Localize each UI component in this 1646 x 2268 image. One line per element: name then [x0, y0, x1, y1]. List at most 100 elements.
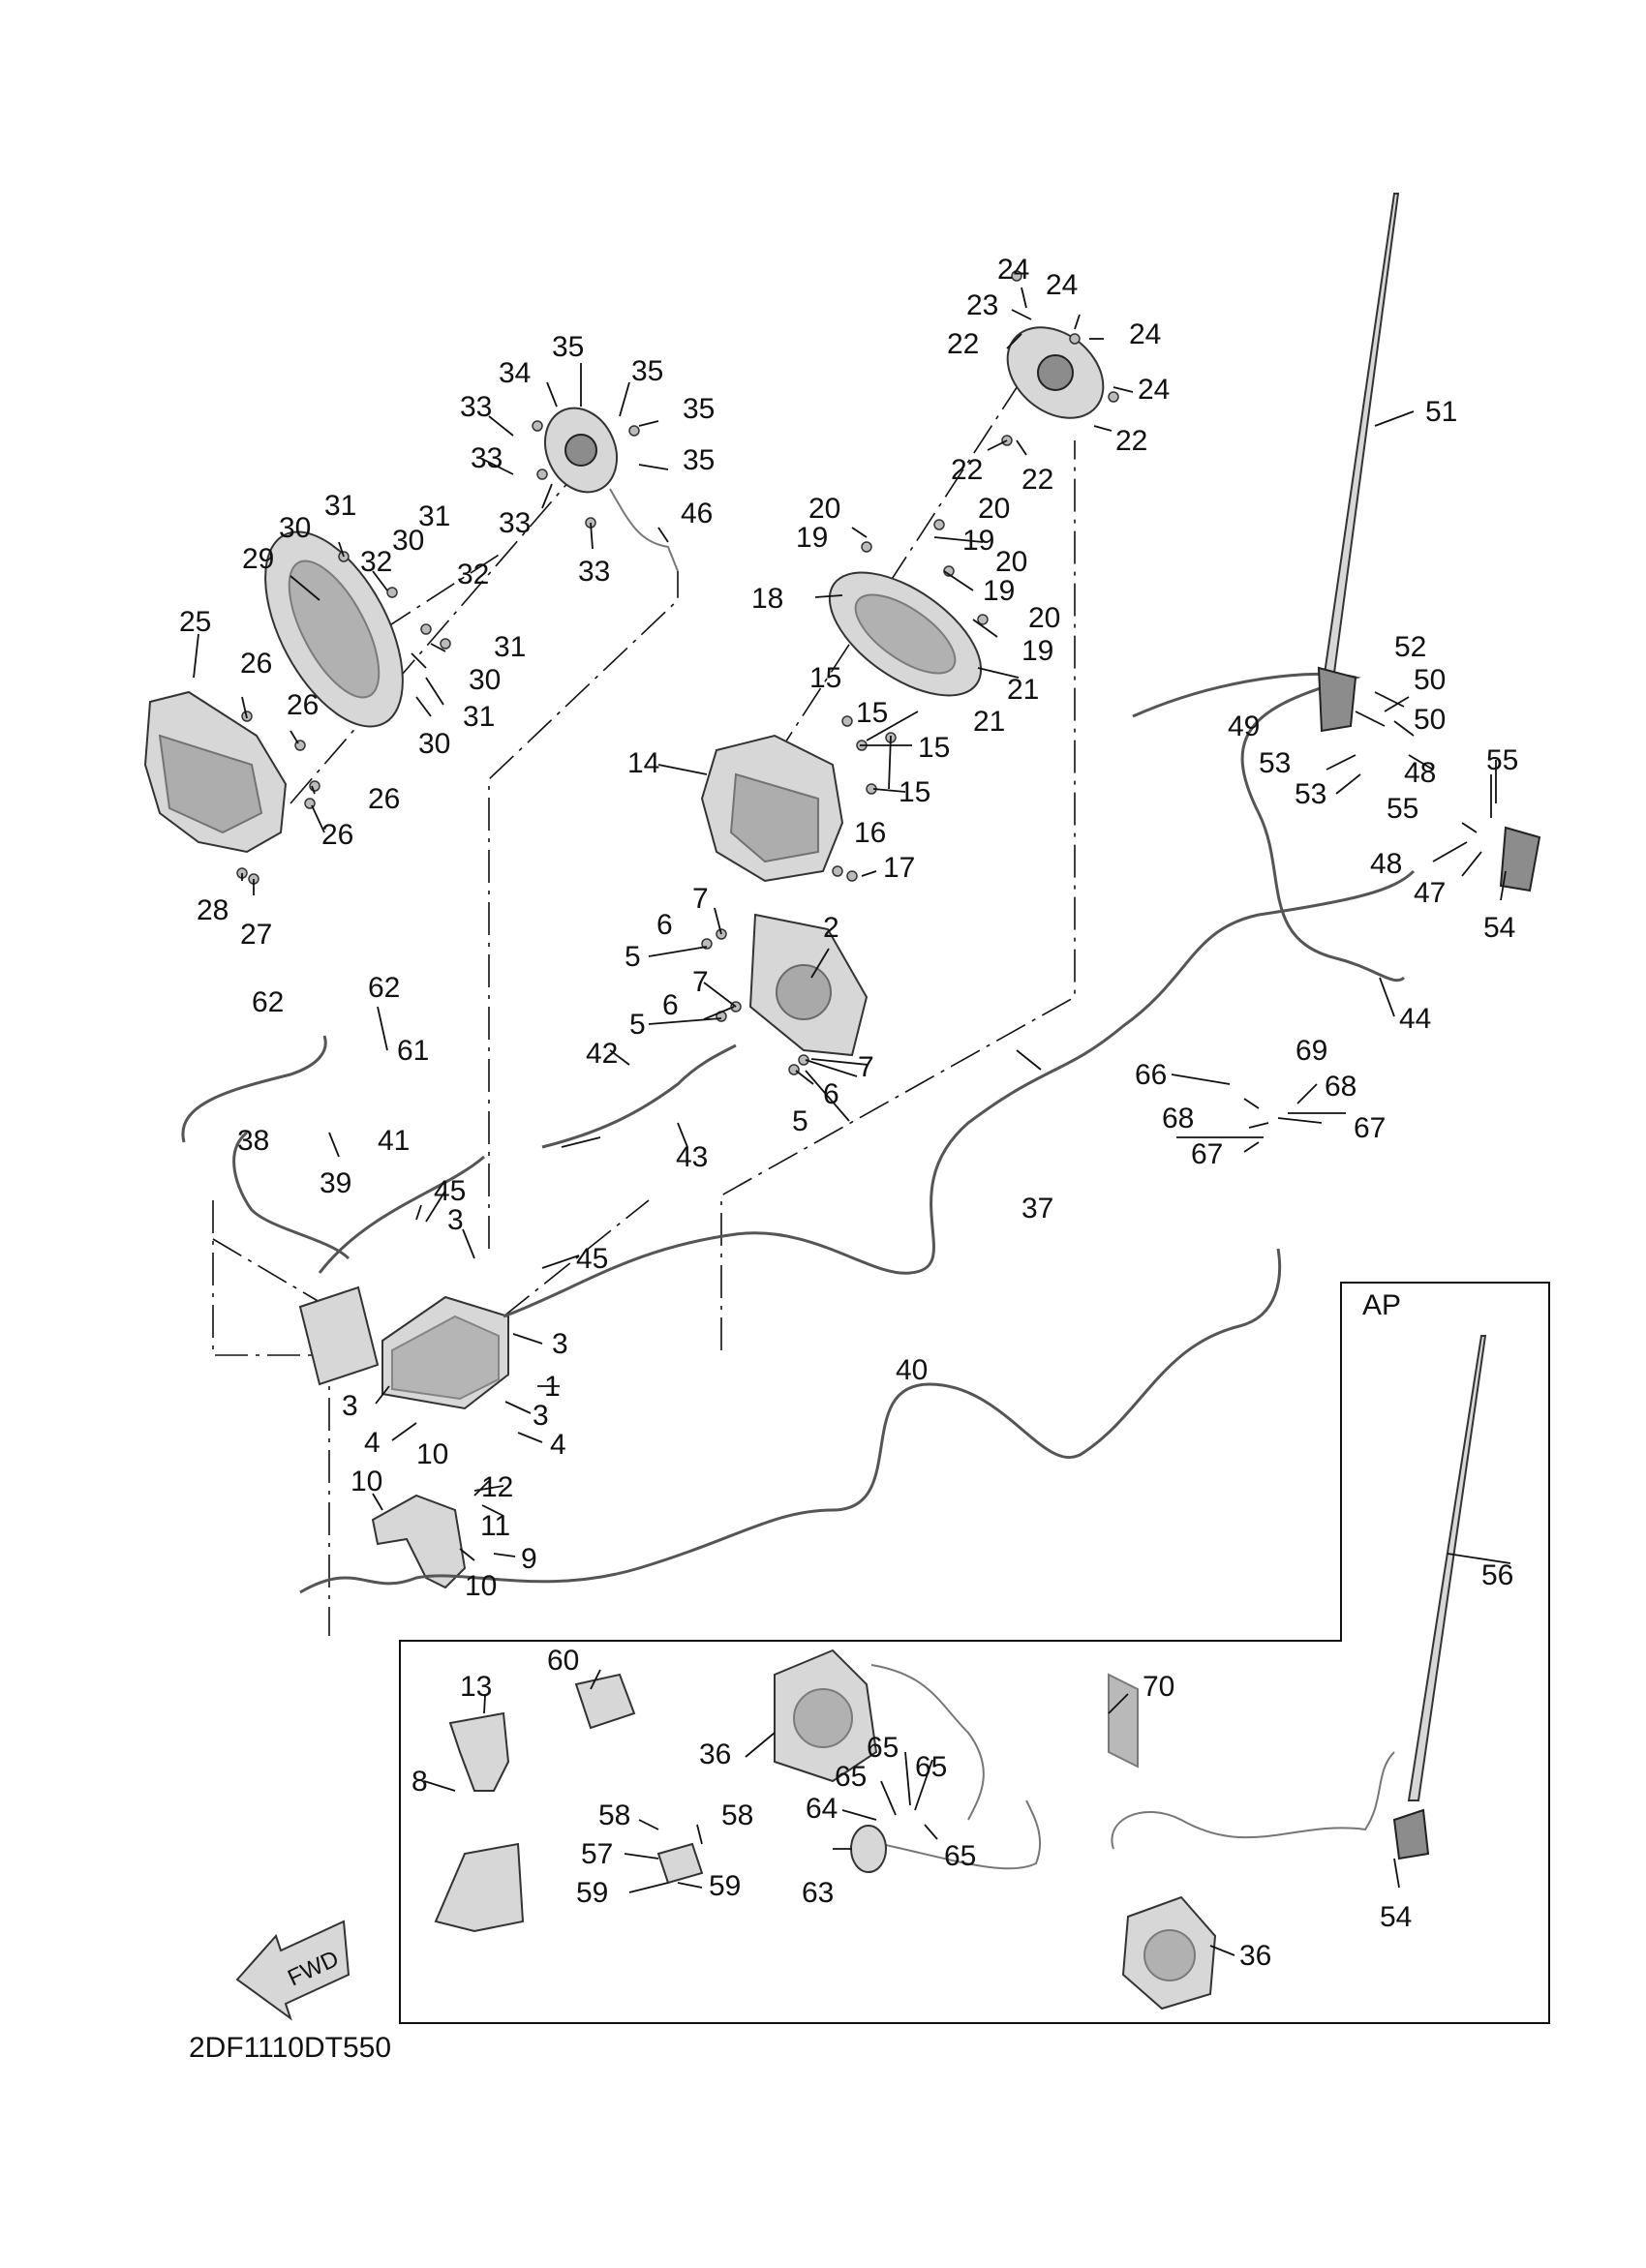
- callout-22: 22: [1115, 425, 1147, 457]
- callout-33: 33: [578, 556, 610, 588]
- callout-65: 65: [944, 1840, 976, 1872]
- callout-20: 20: [978, 493, 1010, 525]
- callout-59: 59: [709, 1870, 741, 1902]
- callout-50: 50: [1414, 664, 1446, 696]
- callout-46: 46: [681, 498, 713, 529]
- callout-55: 55: [1486, 744, 1518, 776]
- harness-ap-36: [870, 1664, 985, 1821]
- callout-35: 35: [683, 393, 715, 425]
- callout-4: 4: [364, 1427, 381, 1459]
- ap-tweeter-63: [850, 1825, 887, 1873]
- callout-1: 1: [544, 1371, 561, 1403]
- callout-45: 45: [434, 1175, 466, 1207]
- amplifier-unit-1: [381, 1295, 509, 1410]
- callout-20: 20: [995, 546, 1027, 578]
- callout-9: 9: [521, 1543, 537, 1575]
- callout-19: 19: [796, 522, 828, 554]
- drawing-code: 2DF1110DT550: [189, 2032, 391, 2064]
- callout-41: 41: [378, 1125, 410, 1157]
- callout-31: 31: [324, 490, 356, 522]
- callout-11: 11: [480, 1510, 510, 1542]
- callout-19: 19: [962, 525, 994, 557]
- callout-65: 65: [835, 1761, 867, 1793]
- callout-33: 33: [471, 442, 503, 474]
- leader-lines: [193, 287, 1511, 1956]
- callout-35: 35: [552, 331, 584, 363]
- callout-38: 38: [237, 1125, 269, 1157]
- callout-26: 26: [321, 819, 353, 851]
- callout-48: 48: [1370, 848, 1402, 880]
- callout-30: 30: [418, 728, 450, 760]
- callout-43: 43: [676, 1141, 708, 1173]
- harness-ap-54: [1111, 1751, 1395, 1850]
- callout-52: 52: [1394, 631, 1426, 663]
- callout-12: 12: [481, 1471, 513, 1503]
- callout-21: 21: [973, 706, 1005, 738]
- callout-62: 62: [252, 986, 284, 1018]
- callout-3: 3: [533, 1400, 549, 1432]
- callout-10: 10: [351, 1466, 382, 1497]
- callout-27: 27: [240, 919, 272, 951]
- callout-22: 22: [1021, 464, 1053, 496]
- callout-49: 49: [1228, 711, 1260, 742]
- callout-42: 42: [586, 1038, 618, 1070]
- callout-26: 26: [368, 783, 400, 815]
- harness-ap-63: [880, 1799, 1042, 1870]
- callout-30: 30: [469, 664, 501, 696]
- callout-31: 31: [418, 500, 450, 532]
- ap-box-label: AP: [1362, 1289, 1401, 1321]
- ap-module-60: [574, 1673, 636, 1730]
- callout-35: 35: [683, 444, 715, 476]
- callout-labels: 1 2 3 3 3 3 4 4 5 5 5 6 6 6 7 7 7 8 9 10…: [179, 254, 1518, 1972]
- ap-inset-box: [399, 1282, 1550, 2024]
- bracket-assembly-left: [298, 1285, 380, 1386]
- callout-18: 18: [751, 583, 783, 615]
- callout-20: 20: [808, 493, 840, 525]
- callout-33: 33: [460, 391, 492, 423]
- ap-label-70: [1108, 1673, 1139, 1769]
- callout-39: 39: [320, 1167, 351, 1199]
- callout-23: 23: [966, 289, 998, 321]
- callout-51: 51: [1425, 396, 1457, 428]
- callout-3: 3: [447, 1204, 464, 1236]
- callout-65: 65: [915, 1751, 947, 1783]
- callout-50: 50: [1414, 704, 1446, 736]
- harness-44: [1132, 672, 1406, 983]
- callout-36: 36: [1239, 1940, 1271, 1972]
- callout-25: 25: [179, 606, 211, 638]
- speaker-box-25: [143, 690, 288, 854]
- callout-5: 5: [792, 1105, 808, 1137]
- callout-37: 37: [1021, 1193, 1053, 1225]
- antenna-56: [1392, 1335, 1487, 1860]
- speaker-ring-18: [828, 571, 983, 697]
- callout-24: 24: [1129, 318, 1161, 350]
- callout-58: 58: [598, 1799, 630, 1831]
- harness-40: [299, 1248, 1282, 1594]
- speaker-unit-34: [544, 407, 618, 494]
- controller-13: [448, 1711, 510, 1792]
- callout-34: 34: [499, 357, 531, 389]
- callout-54: 54: [1483, 912, 1515, 944]
- callout-62: 62: [368, 972, 400, 1004]
- callout-19: 19: [1021, 635, 1053, 667]
- speaker-lead-46: [609, 488, 679, 572]
- speaker-unit-23: [1006, 326, 1105, 419]
- callout-7: 7: [858, 1051, 874, 1083]
- speaker-2: [748, 913, 869, 1057]
- callout-48: 48: [1404, 757, 1436, 789]
- callout-56: 56: [1481, 1559, 1513, 1591]
- callout-70: 70: [1143, 1671, 1174, 1703]
- callout-67: 67: [1191, 1138, 1223, 1170]
- callout-6: 6: [823, 1078, 839, 1110]
- callout-65: 65: [867, 1732, 899, 1764]
- callout-31: 31: [494, 631, 526, 663]
- callout-69: 69: [1295, 1035, 1327, 1067]
- callout-36: 36: [699, 1739, 731, 1770]
- callout-45: 45: [576, 1243, 608, 1275]
- callout-68: 68: [1325, 1071, 1356, 1103]
- callout-29: 29: [242, 543, 274, 575]
- callout-60: 60: [547, 1645, 579, 1677]
- callout-30: 30: [279, 512, 311, 544]
- callout-3: 3: [552, 1328, 568, 1360]
- callout-24: 24: [1138, 374, 1170, 406]
